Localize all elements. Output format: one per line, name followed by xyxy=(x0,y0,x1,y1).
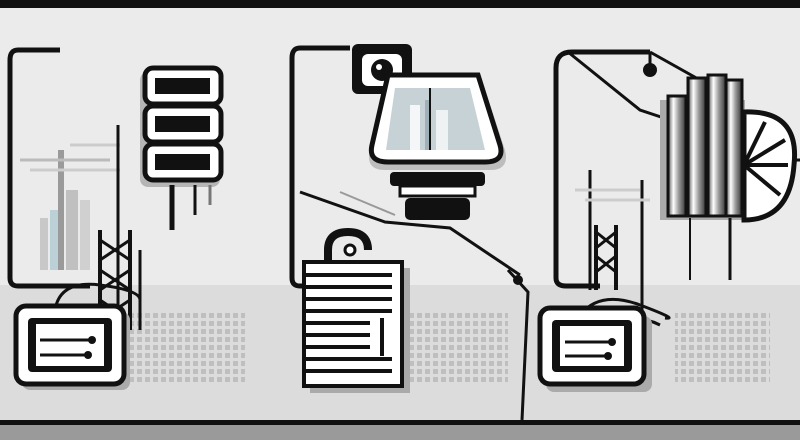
cylinder-storage-icon xyxy=(660,73,745,280)
city-skyline-icon xyxy=(20,143,120,270)
panel-right xyxy=(537,49,800,392)
padlock-icon xyxy=(324,227,372,262)
antenna-tower-icon xyxy=(575,170,650,320)
monitor-display-icon xyxy=(368,72,506,220)
dot-grid-icon xyxy=(125,310,770,385)
panel-left xyxy=(7,47,224,390)
panel-middle xyxy=(289,44,530,421)
pin-icon xyxy=(643,52,657,77)
fan-wheel-icon xyxy=(741,109,800,223)
striped-panel-icon xyxy=(302,260,410,393)
device-box-icon xyxy=(13,303,130,390)
device-box-icon xyxy=(537,305,652,392)
server-rack-icon xyxy=(140,65,224,230)
